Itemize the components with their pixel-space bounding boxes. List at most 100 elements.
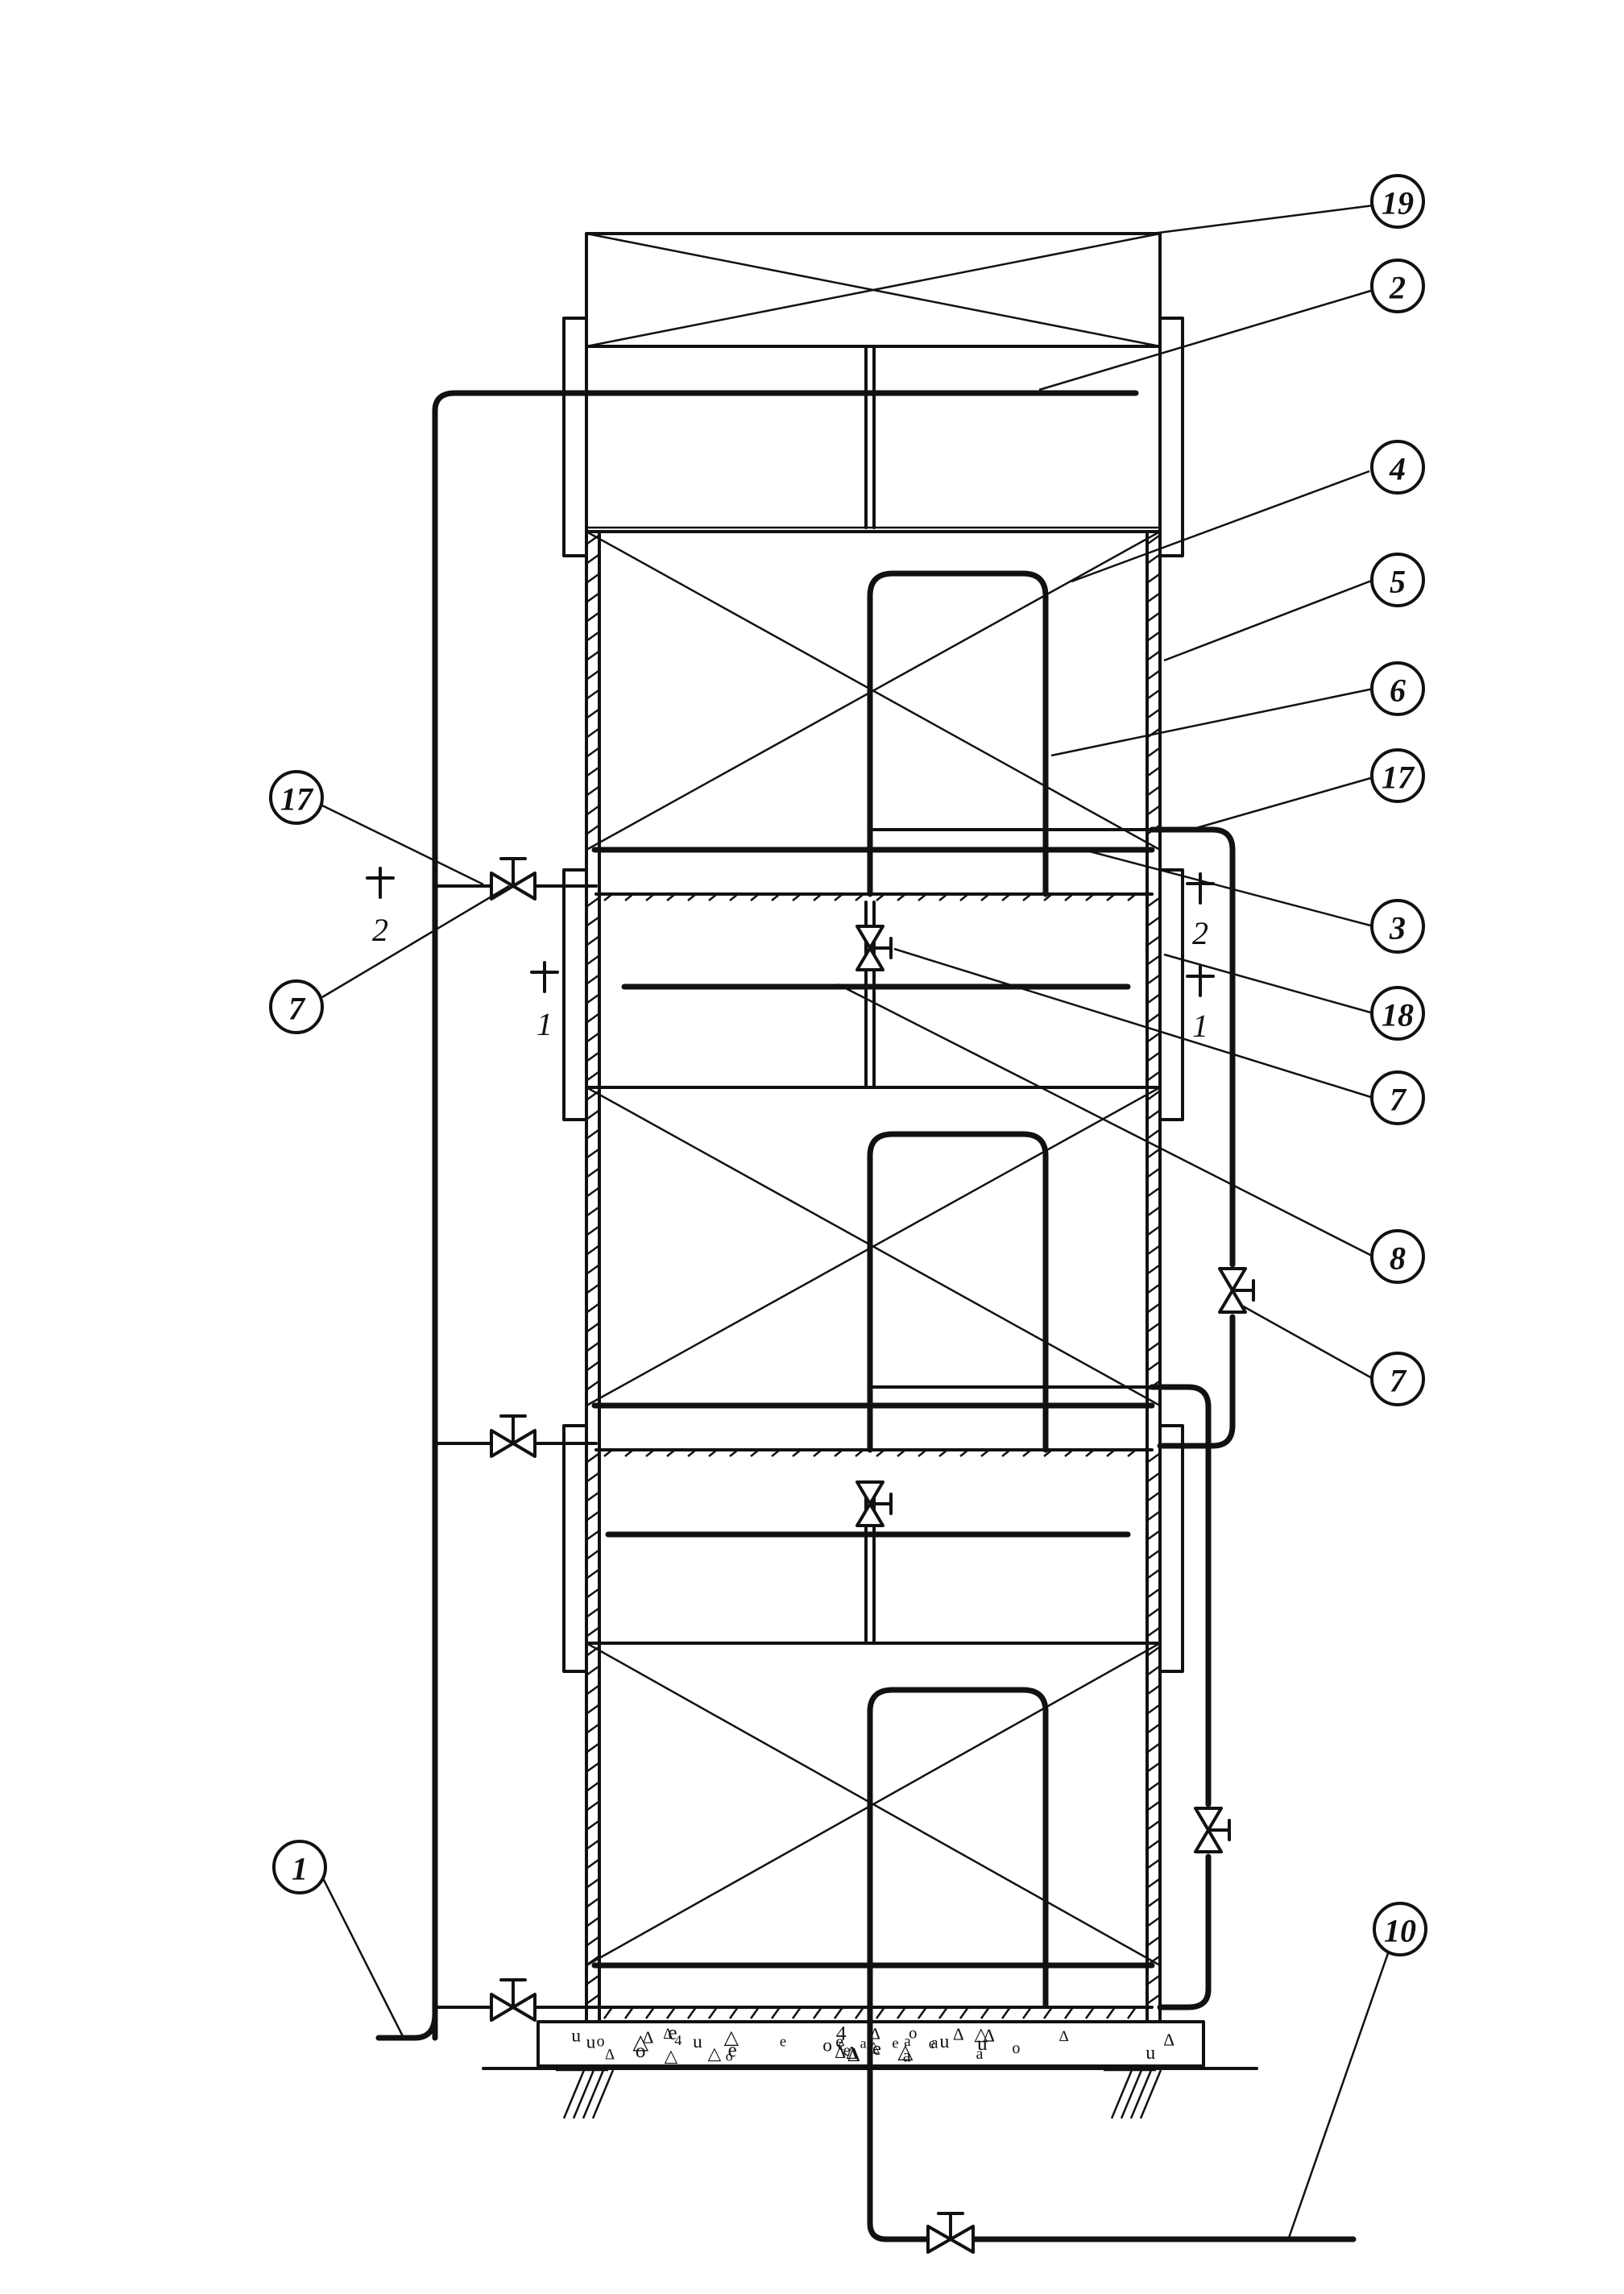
- hatch-stroke: [1147, 1206, 1160, 1217]
- aggregate-mark: ∆: [846, 2043, 857, 2063]
- side-mark-text: 1: [1192, 1008, 1208, 1044]
- hatch-stroke: [1147, 1167, 1160, 1178]
- hatch-stroke: [750, 893, 760, 901]
- aggregate-mark: ∆: [984, 2026, 995, 2046]
- hatch-stroke: [708, 893, 718, 901]
- hatch-stroke: [1001, 893, 1011, 901]
- hatch-stroke: [1022, 893, 1032, 901]
- hatch-stroke: [1147, 1186, 1160, 1198]
- callout-text: 19: [1382, 185, 1414, 222]
- hatch-stroke: [586, 1684, 599, 1696]
- hatch-stroke: [1147, 993, 1160, 1004]
- hatch-stroke: [1147, 1704, 1160, 1715]
- hatch-stroke: [666, 1449, 676, 1457]
- hatch-stroke: [1147, 1839, 1160, 1850]
- valve-left-upper: [490, 857, 536, 901]
- hatch-stroke: [603, 1449, 613, 1457]
- hatch-stroke: [918, 1449, 927, 1457]
- hatch-stroke: [770, 2006, 781, 2019]
- hatch-stroke: [1147, 1916, 1160, 1928]
- hatch-stroke: [586, 785, 599, 797]
- hatch-stroke: [1147, 534, 1160, 545]
- aggregate-mark: △: [974, 2023, 988, 2043]
- aggregate-mark: e: [780, 2034, 786, 2051]
- aggregate-mark: o: [726, 2048, 733, 2064]
- hatch-stroke: [586, 1916, 599, 1928]
- hatch-stroke: [586, 669, 599, 681]
- hatch-stroke: [980, 2006, 991, 2019]
- hatch-stroke: [1147, 1568, 1160, 1580]
- hatch-stroke: [917, 2006, 928, 2019]
- hatch-stroke: [1147, 631, 1160, 642]
- interstage-section-upper: [562, 868, 1184, 1121]
- callout-10: 10: [1373, 1902, 1427, 1957]
- aggregate-mark: ∆: [870, 2026, 880, 2043]
- hatch-stroke: [875, 2006, 886, 2019]
- callout-text: 3: [1389, 910, 1406, 946]
- hatch-stroke: [586, 1974, 599, 1986]
- callout-19: 19: [1370, 174, 1425, 229]
- hatch-stroke: [1147, 1858, 1160, 1870]
- hatch-stroke: [1147, 916, 1160, 927]
- aggregate-mark: e: [838, 2037, 844, 2054]
- callout-17-left: 17: [269, 770, 324, 825]
- hatch-stroke: [1127, 1449, 1137, 1457]
- hatch-stroke: [644, 2006, 656, 2019]
- hatch-stroke: [1147, 974, 1160, 985]
- hatch-stroke: [1147, 1090, 1160, 1101]
- hatch-stroke: [586, 1109, 599, 1120]
- hatch-stroke: [586, 1646, 599, 1657]
- callout-6: 6: [1370, 661, 1425, 716]
- hatch-stroke: [1147, 1244, 1160, 1256]
- hatch-stroke: [586, 1090, 599, 1101]
- hatch-stroke: [707, 2006, 719, 2019]
- callout-4: 4: [1370, 440, 1425, 495]
- hatch-stroke: [1147, 1051, 1160, 1062]
- hatch-stroke: [1147, 1955, 1160, 1966]
- hatch-stroke: [586, 1302, 599, 1314]
- leader-lines: [321, 204, 1395, 2238]
- valve-center-lower: [856, 1480, 893, 1527]
- aggregate-mark: u: [939, 2031, 949, 2052]
- hatch-stroke: [771, 1449, 781, 1457]
- hatch-stroke: [586, 954, 599, 966]
- hatch-stroke: [586, 1607, 599, 1618]
- hatch-stroke: [1084, 2006, 1096, 2019]
- hatch-stroke: [686, 2006, 698, 2019]
- hatch-stroke: [586, 824, 599, 835]
- aggregate-mark: Δ: [642, 2028, 653, 2048]
- side-mark-right-lower: 1: [1186, 965, 1215, 1044]
- aggregate-mark: Δ: [605, 2046, 615, 2063]
- hatch-stroke: [1064, 1449, 1074, 1457]
- callout-text: 7: [288, 991, 306, 1027]
- hatch-stroke: [938, 2006, 949, 2019]
- aggregate-mark: △: [708, 2044, 722, 2064]
- hatch-stroke: [1147, 1665, 1160, 1676]
- hatch-stroke: [1147, 747, 1160, 758]
- hatch-stroke: [1147, 1878, 1160, 1889]
- hatch-stroke: [1147, 1472, 1160, 1483]
- hatch-stroke: [1147, 954, 1160, 966]
- hatch-stroke: [1147, 573, 1160, 584]
- hatch-stroke: [586, 1341, 599, 1352]
- hatch-stroke: [1147, 1264, 1160, 1275]
- hatch-stroke: [586, 1820, 599, 1831]
- hatch-stroke: [855, 1449, 864, 1457]
- hatch-stroke: [586, 1936, 599, 1947]
- top-housing: [562, 232, 1184, 557]
- hatch-stroke: [586, 1360, 599, 1372]
- hatch-stroke: [1147, 1109, 1160, 1120]
- hatch-stroke: [1147, 689, 1160, 700]
- hatch-stroke: [1147, 1974, 1160, 1986]
- tank-wall-left: [585, 530, 601, 2023]
- hatch-stroke: [1147, 1549, 1160, 1560]
- hatch-stroke: [586, 766, 599, 777]
- hatch-stroke: [666, 893, 676, 901]
- valve-left-lower: [490, 1978, 536, 2022]
- hatch-stroke: [586, 1128, 599, 1140]
- callout-text: 6: [1390, 673, 1406, 709]
- aggregate-mark: a: [860, 2035, 867, 2051]
- hatch-stroke: [792, 1449, 802, 1457]
- hatch-stroke: [586, 611, 599, 623]
